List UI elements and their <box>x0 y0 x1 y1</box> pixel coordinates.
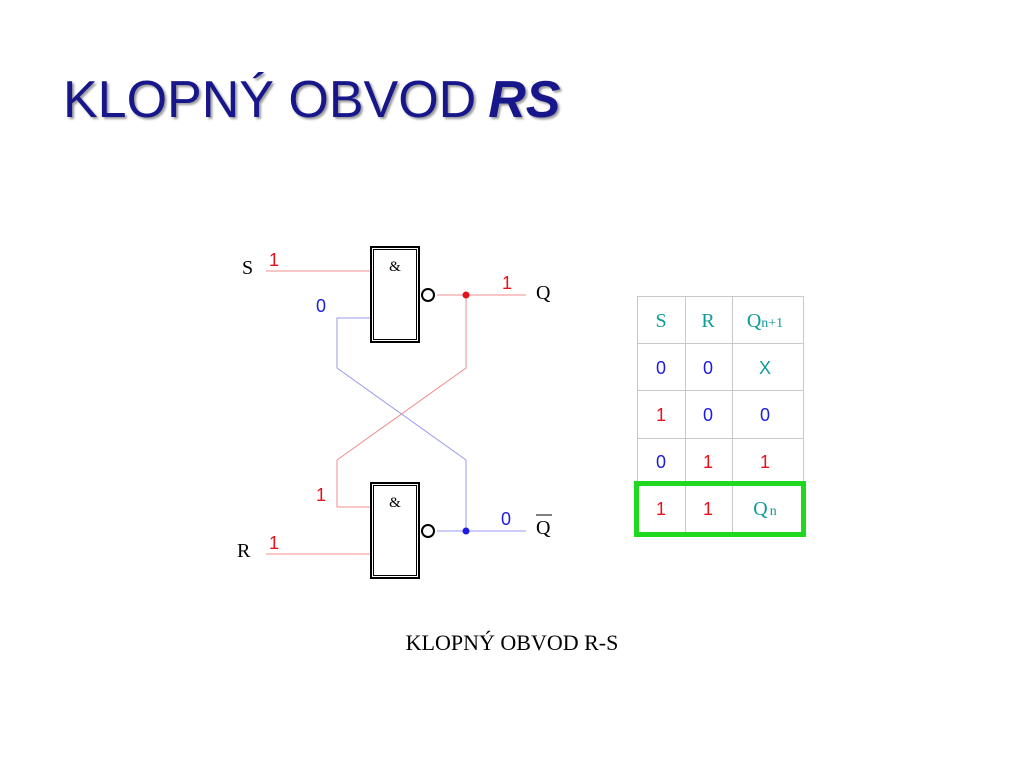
negation-bubble-lower <box>421 524 435 538</box>
cell-r: 0 <box>703 405 713 425</box>
nand-gate-lower: & <box>370 482 435 579</box>
value-r: 1 <box>269 533 279 553</box>
wire-feedback-q <box>336 295 467 508</box>
value-q: 1 <box>502 273 512 293</box>
output-label-q: Q <box>536 282 551 304</box>
header-q-subscript: n+1 <box>761 316 783 331</box>
table-row: 0 0 X <box>656 358 771 378</box>
header-q-next: Qn+1 <box>747 310 783 332</box>
table-header-row: S R Qn+1 <box>655 310 783 332</box>
cell-q-main: Q <box>753 498 768 520</box>
truth-table: S R Qn+1 0 0 X 1 0 0 0 1 1 <box>634 296 806 537</box>
cell-r: 1 <box>703 499 713 519</box>
diagram-caption: KLOPNÝ OBVOD R-S <box>405 630 619 655</box>
value-feedback-upper: 0 <box>316 296 326 316</box>
input-label-r: R <box>237 540 251 562</box>
cell-q: X <box>759 358 771 378</box>
output-label-qbar: Q <box>536 517 551 539</box>
negation-bubble-upper <box>421 288 435 302</box>
gate-inner-border-upper <box>373 249 417 340</box>
title-main: KLOPNÝ OBVOD <box>63 71 477 129</box>
table-grid <box>637 296 804 537</box>
cell-q: 1 <box>760 452 770 472</box>
cell-s: 1 <box>656 405 666 425</box>
highlight-row-memory <box>634 481 806 537</box>
gate-inner-border-lower <box>373 485 417 576</box>
cell-r: 0 <box>703 358 713 378</box>
table-row: 1 0 0 <box>656 405 770 425</box>
cell-r: 1 <box>703 452 713 472</box>
input-label-s: S <box>242 257 253 279</box>
table-row: 0 1 1 <box>656 452 770 472</box>
value-qbar: 0 <box>501 509 511 529</box>
cell-s: 1 <box>656 499 666 519</box>
gate-body-upper <box>370 246 420 343</box>
cell-q-subscript: n <box>770 504 777 519</box>
header-r: R <box>701 310 715 332</box>
value-s: 1 <box>269 250 279 270</box>
value-feedback-lower: 1 <box>316 485 326 505</box>
nand-gate-upper: & <box>370 246 435 343</box>
header-s: S <box>655 310 666 332</box>
gate-symbol-lower: & <box>389 495 401 511</box>
title-emphasis: RS <box>488 71 561 129</box>
cell-q: 0 <box>760 405 770 425</box>
cell-s: 0 <box>656 358 666 378</box>
gate-body-lower <box>370 482 420 579</box>
wire-feedback-qbar <box>336 317 467 531</box>
junction-dot-qbar <box>462 527 470 535</box>
cell-s: 0 <box>656 452 666 472</box>
gate-symbol-upper: & <box>389 259 401 275</box>
junction-dot-q <box>462 291 470 299</box>
wires <box>266 270 526 555</box>
header-q-main: Q <box>747 310 762 332</box>
